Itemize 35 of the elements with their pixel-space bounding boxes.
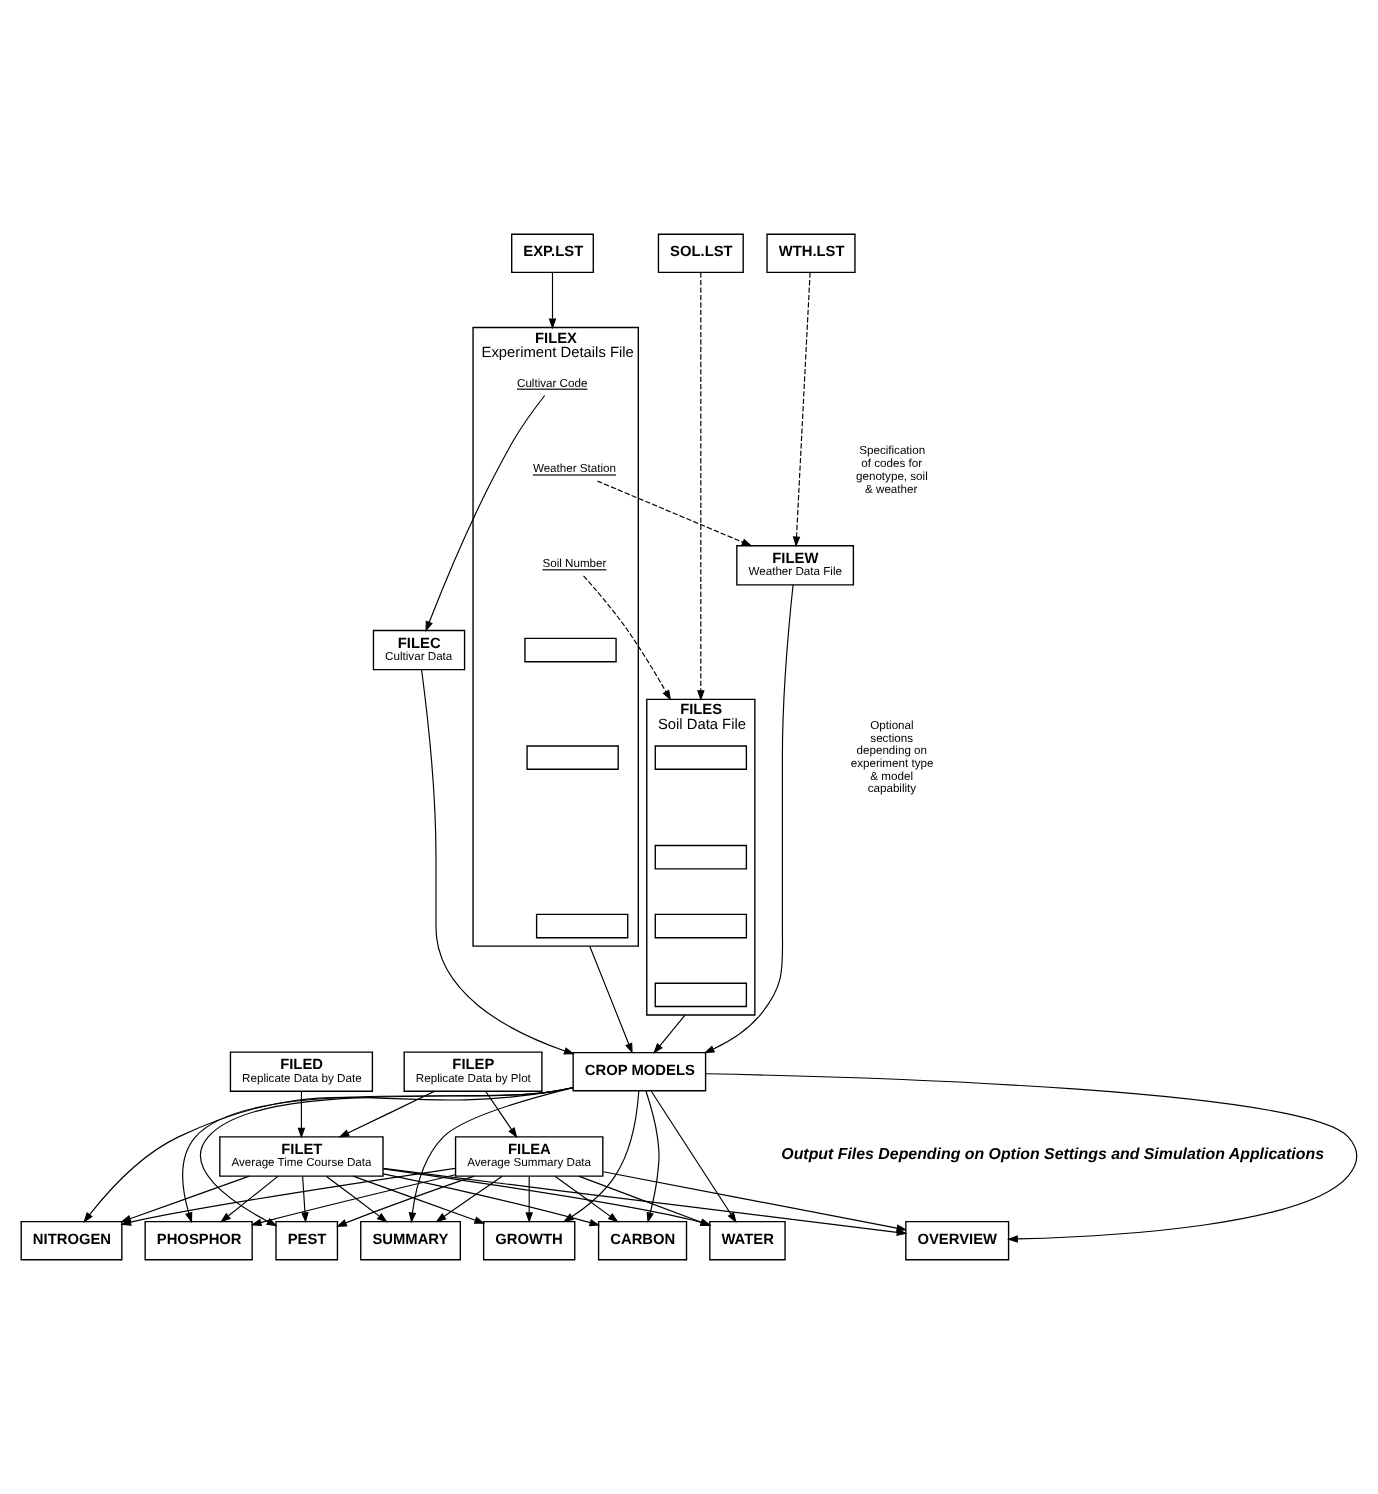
arrow xyxy=(645,1090,660,1224)
arrow xyxy=(301,1175,309,1224)
node-box xyxy=(654,913,748,939)
arrow xyxy=(382,1167,908,1237)
node-box xyxy=(526,745,619,770)
arrow xyxy=(596,480,753,547)
arrow xyxy=(435,1175,503,1223)
node-box xyxy=(654,844,748,870)
arrow xyxy=(602,1171,908,1232)
node-box xyxy=(535,913,629,939)
arrow xyxy=(792,272,811,548)
arrow xyxy=(425,394,546,632)
arrow xyxy=(525,1175,533,1224)
arrow xyxy=(338,1090,436,1138)
arrow xyxy=(297,1090,306,1139)
arrow xyxy=(336,1175,475,1227)
arrow xyxy=(548,272,557,330)
arrow xyxy=(220,1175,279,1223)
arrow xyxy=(325,1175,388,1223)
arrow xyxy=(697,272,705,702)
arrow xyxy=(485,1090,518,1139)
node-box xyxy=(654,982,748,1008)
arrow xyxy=(120,1175,250,1223)
arrow xyxy=(582,575,672,701)
arrow xyxy=(578,1175,712,1227)
arrow xyxy=(589,945,633,1054)
arrow xyxy=(703,584,794,1054)
node-box xyxy=(654,745,748,770)
arrow xyxy=(653,1014,686,1054)
arrow xyxy=(250,1174,456,1227)
arrow xyxy=(650,1090,737,1223)
arrow xyxy=(421,669,575,1055)
node-box xyxy=(524,637,617,663)
arrow xyxy=(352,1175,486,1224)
arrow xyxy=(705,1073,1358,1243)
